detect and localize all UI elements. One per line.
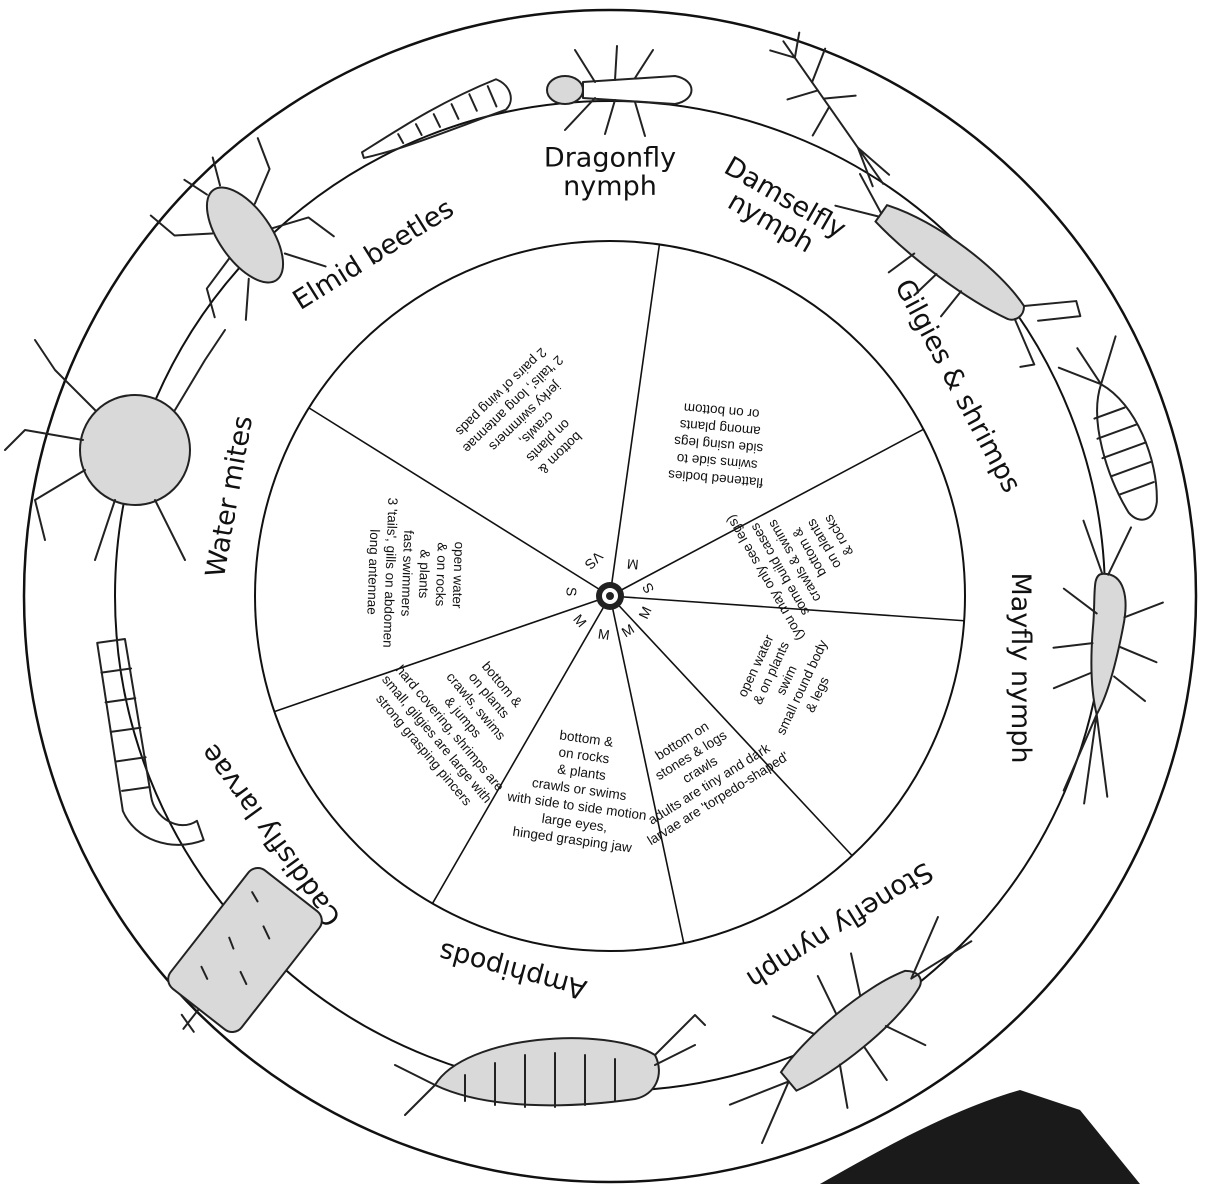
segment-line: & on rocks: [433, 542, 450, 607]
pivot-center: [606, 592, 614, 600]
segment-code: M: [597, 625, 611, 642]
segment-line: open water: [450, 541, 467, 609]
segment-code: M: [626, 556, 639, 573]
segment-line: long antennae: [364, 529, 382, 615]
segment-line: fast swimmers: [398, 530, 416, 617]
label-mayfly: Mayfly nymph: [1005, 572, 1036, 763]
segment-code: S: [563, 587, 579, 597]
segment-line: & plants: [416, 549, 433, 599]
